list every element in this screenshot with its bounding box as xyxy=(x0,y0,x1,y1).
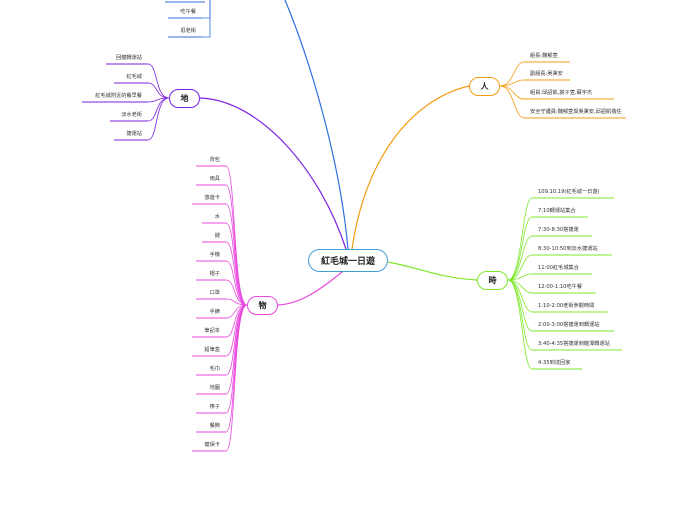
time-leaf-connector-2 xyxy=(507,235,533,281)
place-leaf-2[interactable]: 紅毛城附近的餐早餐 xyxy=(95,93,142,99)
things-leaf-7[interactable]: 口罩 xyxy=(209,290,220,296)
things-leaf-11[interactable]: 毛巾 xyxy=(209,366,220,372)
things-leaf-connector-7 xyxy=(225,298,248,306)
event-leaf-connector-1 xyxy=(202,0,211,38)
people-leaf-0[interactable]: 組長:魏郁萱 xyxy=(530,53,558,59)
people-leaf-connector-0 xyxy=(499,61,525,87)
things-leaf-4[interactable]: 錢 xyxy=(214,233,220,239)
people-leaf-connector-2 xyxy=(499,85,525,100)
time-leaf-1[interactable]: 7:10轉運站集合 xyxy=(538,208,576,214)
event-leaf-0[interactable]: 吃午餐 xyxy=(180,9,196,15)
things-leaf-connector-1 xyxy=(225,184,248,306)
place-leaf-0[interactable]: 回龍轉運站 xyxy=(116,55,142,61)
time-leaf-5[interactable]: 12:00-1:10吃午餐 xyxy=(538,284,583,290)
things-leaf-5[interactable]: 手機 xyxy=(209,252,220,258)
people-leaf-connector-3 xyxy=(499,85,525,119)
time-leaf-connector-4 xyxy=(507,273,533,281)
people-leaf-3[interactable]: 安全守護員:魏郁萱與吳秉安,邱詔凱擔任 xyxy=(530,109,622,115)
connector-things xyxy=(277,271,343,306)
things-leaf-6[interactable]: 帽子 xyxy=(209,271,220,277)
things-leaf-10[interactable]: 鉛筆盒 xyxy=(204,347,220,353)
event-leaf-1[interactable]: 逛老街 xyxy=(180,28,196,34)
time-leaf-6[interactable]: 1:10-2:00老街參觀時間 xyxy=(538,303,595,309)
people-leaf-2[interactable]: 組員:邱詔凱,謝子萱,蘇宇杰 xyxy=(530,90,593,96)
things-leaf-connector-6 xyxy=(225,279,248,306)
things-leaf-connector-0 xyxy=(225,165,248,306)
connector-place xyxy=(199,97,347,250)
things-leaf-connector-3 xyxy=(225,222,248,306)
things-leaf-0[interactable]: 背包 xyxy=(209,157,220,163)
people-leaf-1[interactable]: 副組長:吳秉安 xyxy=(530,71,563,77)
things-leaf-3[interactable]: 水 xyxy=(214,214,220,220)
things-leaf-12[interactable]: 地圖 xyxy=(209,385,220,391)
place-leaf-connector-0 xyxy=(147,63,170,99)
things-leaf-connector-15 xyxy=(225,304,248,452)
branch-node-time[interactable]: 時 xyxy=(477,271,508,290)
things-leaf-1[interactable]: 雨具 xyxy=(209,176,220,182)
time-leaf-2[interactable]: 7:30-8:30搭捷運 xyxy=(538,227,579,233)
place-leaf-connector-4 xyxy=(147,97,170,141)
time-leaf-9[interactable]: 4:35到達回家 xyxy=(538,360,571,366)
event-leaf-connector-0 xyxy=(202,0,211,19)
things-leaf-13[interactable]: 筷子 xyxy=(209,404,220,410)
time-leaf-connector-0 xyxy=(507,197,533,281)
things-leaf-9[interactable]: 筆記本 xyxy=(204,328,220,334)
connector-event xyxy=(284,0,349,250)
things-leaf-15[interactable]: 健保卡 xyxy=(204,442,220,448)
center-topic-node[interactable]: 紅毛城一日遊 xyxy=(308,249,388,272)
branch-node-people[interactable]: 人 xyxy=(469,77,500,96)
people-leaf-connector-1 xyxy=(499,79,525,87)
time-leaf-connector-9 xyxy=(507,279,533,370)
time-leaf-8[interactable]: 3:40-4:35搭捷運到龍潭轉運站 xyxy=(538,341,610,347)
place-leaf-1[interactable]: 紅毛城 xyxy=(126,74,142,80)
things-leaf-connector-5 xyxy=(225,260,248,306)
time-leaf-0[interactable]: 109.10.19(紅毛城一日遊) xyxy=(538,189,600,195)
time-leaf-connector-3 xyxy=(507,254,533,281)
time-leaf-3[interactable]: 8:30-10:50到淡水捷運站 xyxy=(538,246,598,252)
connector-time xyxy=(387,261,478,281)
time-leaf-connector-1 xyxy=(507,216,533,281)
branch-node-things[interactable]: 物 xyxy=(247,296,278,315)
things-leaf-14[interactable]: 餐飾 xyxy=(209,423,220,429)
things-leaf-2[interactable]: 悠遊卡 xyxy=(204,195,220,201)
branch-node-place[interactable]: 地 xyxy=(169,89,200,108)
place-leaf-connector-1 xyxy=(147,82,170,99)
place-leaf-3[interactable]: 淡水老街 xyxy=(121,112,142,118)
time-leaf-4[interactable]: 11:00紅毛城集合 xyxy=(538,265,579,271)
place-leaf-4[interactable]: 捷運站 xyxy=(126,131,142,137)
things-leaf-8[interactable]: 手錶 xyxy=(209,309,220,315)
connector-people xyxy=(351,85,470,250)
things-leaf-connector-2 xyxy=(225,203,248,306)
time-leaf-7[interactable]: 2:00-3:00搭捷運到轉運站 xyxy=(538,322,600,328)
